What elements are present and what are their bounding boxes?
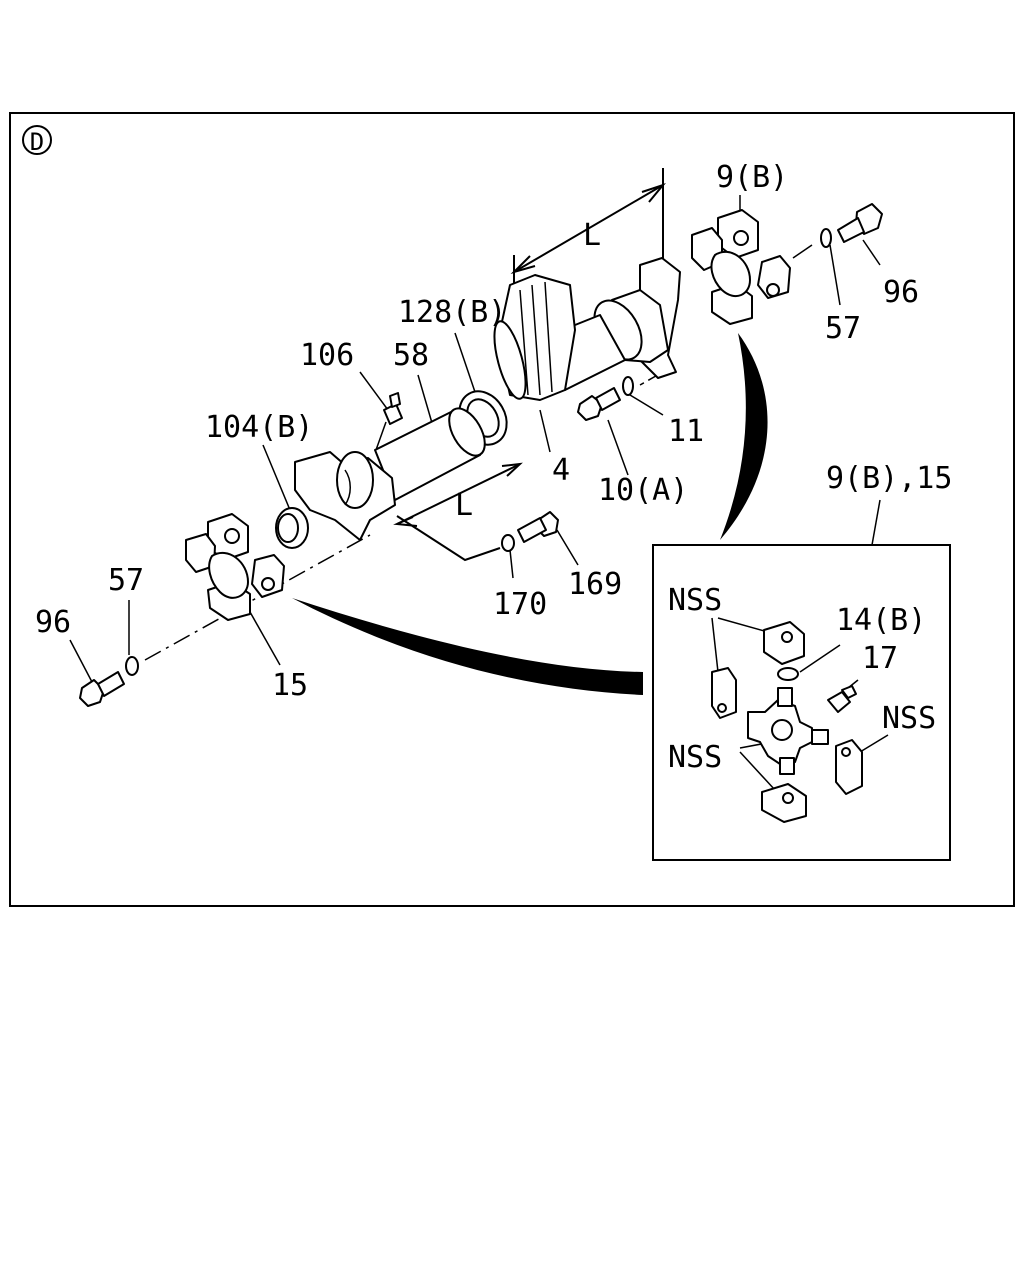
detail-inset-frame bbox=[652, 544, 951, 861]
bolt-96-left bbox=[79, 671, 125, 707]
bolt-169 bbox=[517, 511, 559, 543]
section-marker-letter: D bbox=[30, 128, 44, 156]
dimension-L-bottom bbox=[393, 462, 523, 562]
label-9b-15: 9(B),15 bbox=[826, 461, 952, 496]
label-L-bottom: L bbox=[455, 488, 473, 523]
label-96-left: 96 bbox=[35, 605, 71, 640]
label-96-top: 96 bbox=[883, 275, 919, 310]
inset-bearing-cap-left bbox=[711, 667, 737, 719]
label-4: 4 bbox=[552, 453, 570, 488]
tube-yoke-58 bbox=[294, 407, 486, 541]
washer-57-top bbox=[820, 228, 832, 248]
plug-104b bbox=[275, 507, 309, 549]
label-15: 15 bbox=[272, 668, 308, 703]
label-58: 58 bbox=[393, 338, 429, 373]
section-marker: D bbox=[22, 125, 52, 156]
label-170: 170 bbox=[493, 587, 547, 622]
washer-57-left bbox=[125, 656, 139, 676]
universal-joint-left bbox=[185, 513, 285, 621]
grease-fitting-106 bbox=[383, 392, 403, 425]
callout-curve-lower bbox=[292, 598, 643, 695]
label-169: 169 bbox=[568, 567, 622, 602]
label-L-top: L bbox=[583, 218, 601, 253]
slip-yoke-shaft bbox=[493, 257, 681, 401]
inset-trunnion-right bbox=[811, 729, 829, 745]
label-10a: 10(A) bbox=[598, 473, 688, 508]
inset-bearing-cap-bottom bbox=[761, 783, 807, 823]
label-106: 106 bbox=[300, 338, 354, 373]
label-11: 11 bbox=[668, 414, 704, 449]
label-57-top: 57 bbox=[825, 311, 861, 346]
washer-170 bbox=[501, 534, 515, 552]
inset-bearing-cap-top bbox=[763, 621, 805, 665]
outer-frame bbox=[9, 112, 1015, 907]
label-14b: 14(B) bbox=[836, 603, 926, 638]
label-nss-top: NSS bbox=[668, 583, 722, 618]
callout-curve-upper bbox=[720, 333, 768, 540]
label-128b: 128(B) bbox=[398, 295, 506, 330]
washer-11 bbox=[622, 376, 634, 396]
universal-joint-top-right bbox=[691, 209, 791, 325]
label-104b: 104(B) bbox=[205, 410, 313, 445]
inset-bearing-cap-right bbox=[835, 739, 863, 795]
label-57-left: 57 bbox=[108, 563, 144, 598]
inset-seal-ring bbox=[777, 667, 799, 681]
label-9b-top: 9(B) bbox=[716, 160, 788, 195]
label-nss-right: NSS bbox=[882, 701, 936, 736]
inset-cross-spider bbox=[747, 687, 813, 775]
bolt-10a bbox=[577, 387, 621, 421]
bolt-96-top bbox=[837, 203, 883, 243]
inset-grease-fitting-17 bbox=[827, 685, 857, 713]
label-17: 17 bbox=[862, 641, 898, 676]
label-nss-left: NSS bbox=[668, 740, 722, 775]
